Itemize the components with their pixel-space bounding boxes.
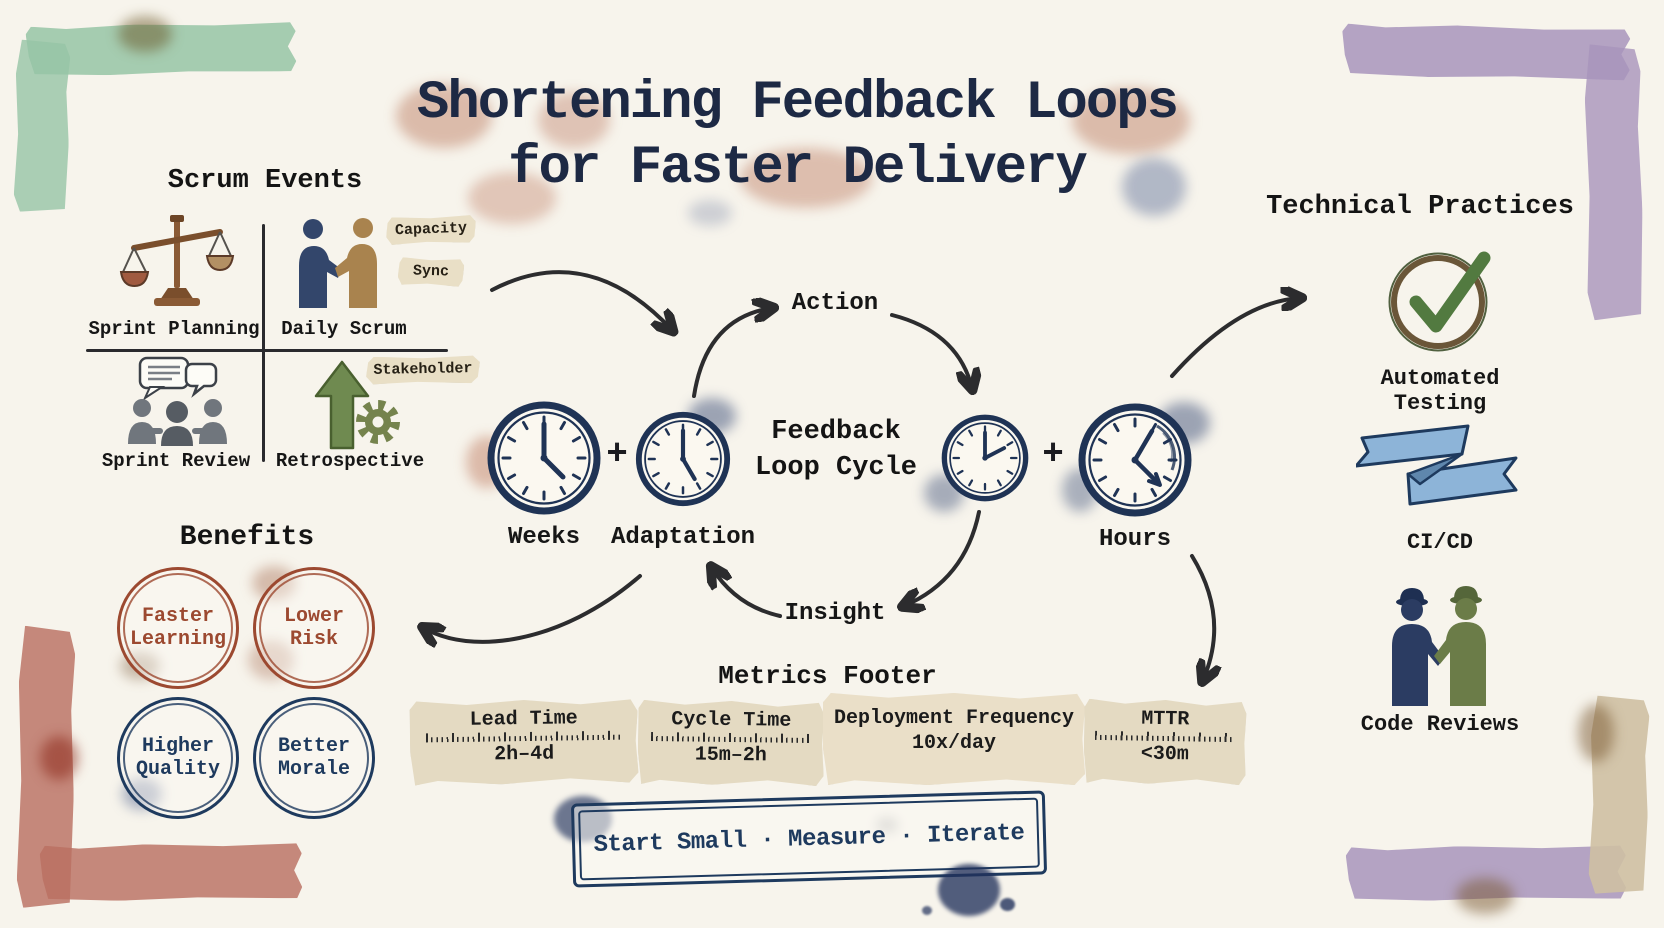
ink-blot [922,906,932,915]
label-insight: Insight [784,600,886,627]
label-action: Action [791,290,879,317]
benefit-text: Learning [129,628,226,651]
metric-label: Deployment Frequency [833,707,1075,730]
ruler-ticks [426,731,622,743]
metric-value: 10x/day [911,732,996,755]
cycle-title-line-2: Loop Cycle [754,453,918,484]
arrow-cycle-to-benefits [424,574,642,642]
cycle-title-line-1: Feedback [771,417,901,447]
metric-strip-mttr: MTTR <30m [1083,699,1246,786]
metric-label: Cycle Time [671,708,792,733]
scrum-grid-divider-horizontal [86,349,448,352]
plus-sign: + [606,434,628,475]
washi-tape-bottom-right-horizontal [1346,845,1627,902]
clock-hours-icon [1078,403,1192,517]
benefit-text: Morale [277,758,350,781]
benefit-badge-higher-quality: Higher Quality [117,697,239,819]
benefit-text: Risk [289,628,338,651]
arrow-clock-to-insight [904,510,981,606]
arrow-action-to-clock [890,313,972,388]
team-discussion-icon [128,356,227,446]
metrics-footer-heading: Metrics Footer [718,661,937,691]
benefit-badge-better-morale: Better Morale [253,697,375,819]
cycle-title: Feedback Loop Cycle [726,414,946,487]
scrum-events-heading: Scrum Events [167,166,363,196]
ruler-ticks [651,732,811,743]
arrow-scrum-to-cycle [490,270,672,330]
watercolor-smudge [688,200,732,226]
washi-tape-bottom-left-horizontal [40,842,303,902]
benefit-badge-faster-learning: Faster Learning [117,567,239,689]
clock-weeks-icon [487,401,601,515]
clock-short-icon [941,414,1029,502]
benefit-text: Quality [135,758,220,781]
ribbon-icon [1356,424,1518,506]
washi-tape-bottom-right-vertical [1588,696,1649,895]
washi-tape-top-right-horizontal [1342,23,1631,80]
label-daily-scrum: Daily Scrum [281,318,407,340]
ink-blot [1000,898,1015,911]
benefit-text: Better [277,735,350,758]
clock-adaptation-icon [635,411,731,507]
title-line-1: Shortening Feedback Loops [416,73,1179,134]
plus-sign: + [1042,434,1064,475]
scrum-grid-divider-vertical [262,224,265,462]
benefits-heading: Benefits [179,522,315,553]
title-line-2: for Faster Delivery [508,137,1088,199]
handshake-people-icon [299,218,377,308]
motto-stamp: Start Small · Measure · Iterate [570,790,1048,888]
label-cicd: CI/CD [1406,530,1473,555]
benefit-text: Lower [283,605,344,628]
metric-value: 2h–4d [494,742,555,767]
gear-icon [356,400,400,444]
label-automated-testing: Automated Testing [1380,366,1500,416]
tag-capacity: Capacity [386,214,477,245]
arrow-hours-to-practices [1170,298,1300,378]
washi-tape-top-left-vertical [14,40,71,213]
metric-strip-cycle-time: Cycle Time 15m–2h [637,700,824,786]
washi-tape-top-right-vertical [1584,44,1644,321]
label-sprint-planning: Sprint Planning [88,318,260,340]
benefit-text: Faster [141,605,214,628]
tag-stakeholder: Stakeholder [366,355,480,385]
motto-stamp-text: Start Small · Measure · Iterate [578,797,1040,881]
metric-value: 15m–2h [694,743,767,768]
benefit-badge-lower-risk: Lower Risk [253,567,375,689]
label-sprint-review: Sprint Review [101,450,251,472]
arrow-hours-to-mttr [1190,554,1214,680]
label-adaptation: Adaptation [610,524,756,551]
check-circle-icon [1388,251,1491,352]
ruler-ticks [1095,731,1234,742]
tag-sync: Sync [398,257,465,287]
label-retrospective: Retrospective [275,450,425,472]
balance-scale-icon [119,215,235,306]
label-code-reviews: Code Reviews [1360,712,1520,737]
label-weeks: Weeks [507,524,580,551]
improvement-arrow-icon [314,360,370,450]
arrow-insight-to-adaptation [712,568,782,618]
benefit-text: Higher [141,735,214,758]
metric-strip-lead-time: Lead Time 2h–4d [409,698,638,785]
metric-strip-deployment-frequency: Deployment Frequency 10x/day [823,693,1085,785]
page-title: Shortening Feedback Loops for Faster Del… [382,72,1212,202]
technical-practices-heading: Technical Practices [1266,192,1574,222]
pair-people-icon [1392,586,1486,706]
metric-value: <30m [1140,742,1189,767]
metric-label: MTTR [1141,707,1190,732]
metric-label: Lead Time [469,707,578,732]
arrow-adaptation-to-action [692,308,772,398]
label-hours: Hours [1098,526,1171,553]
